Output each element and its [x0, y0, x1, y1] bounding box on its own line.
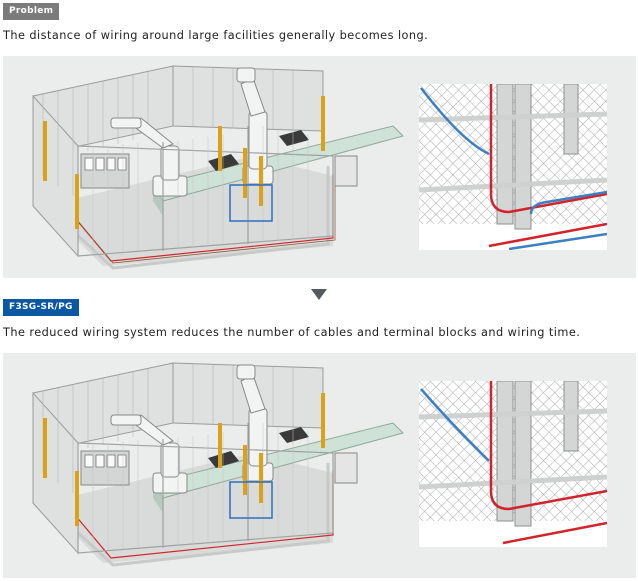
problem-badge: Problem — [3, 3, 59, 20]
solution-illustration — [3, 353, 636, 578]
control-box-icon — [335, 156, 357, 186]
control-box-icon — [335, 453, 357, 483]
solution-badge: F3SG-SR/PG — [3, 299, 79, 316]
problem-caption: The distance of wiring around large faci… — [3, 29, 428, 42]
cell-overview-image — [3, 56, 413, 278]
wiring-detail-zoom — [419, 84, 607, 250]
down-arrow-icon — [311, 289, 327, 300]
cell-overview-image — [3, 353, 413, 578]
problem-illustration — [3, 56, 636, 278]
wiring-detail-zoom — [419, 381, 607, 547]
solution-caption: The reduced wiring system reduces the nu… — [3, 326, 580, 339]
